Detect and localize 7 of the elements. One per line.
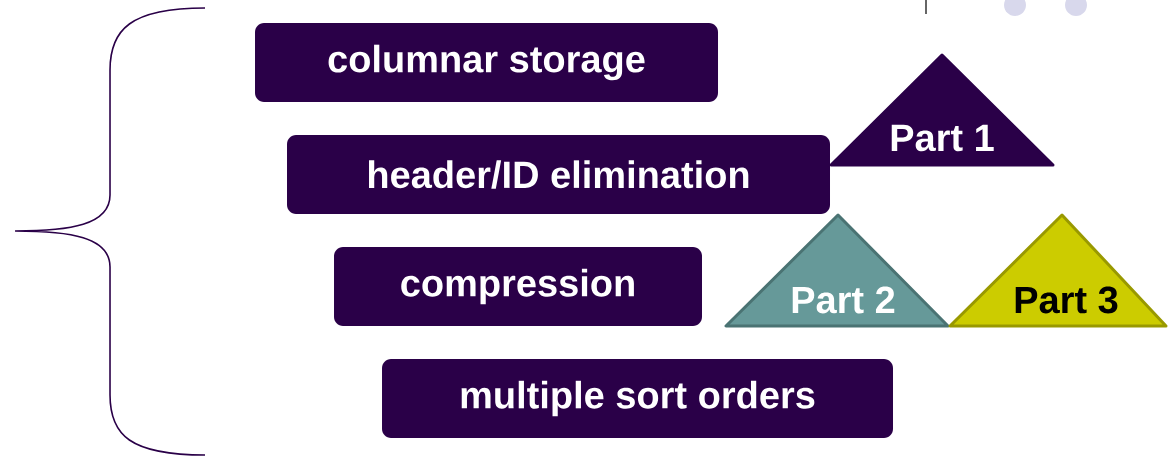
- feature-box: columnar storage: [255, 23, 718, 102]
- feature-box: multiple sort orders: [382, 359, 893, 438]
- feature-box: header/ID elimination: [287, 135, 830, 214]
- feature-box: compression: [334, 247, 702, 326]
- part-triangle: Part 2: [724, 213, 950, 328]
- part-triangle: Part 3: [948, 213, 1168, 328]
- part-triangle: Part 1: [829, 53, 1055, 167]
